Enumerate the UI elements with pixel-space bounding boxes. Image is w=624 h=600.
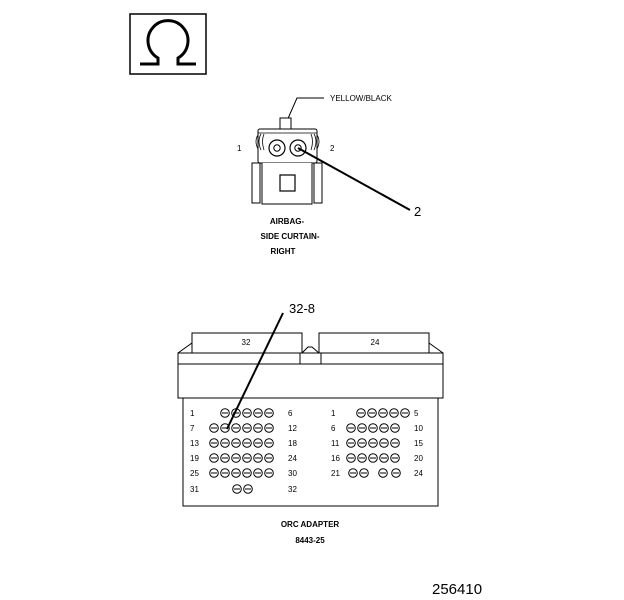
figure-number: 256410	[432, 581, 482, 598]
ohm-symbol-box	[129, 13, 207, 75]
wire-color-label: YELLOW/BLACK	[330, 94, 392, 103]
callout-2-label: 2	[414, 204, 421, 219]
right-row4-end: 20	[414, 454, 423, 463]
right-pin-grid	[346, 408, 410, 478]
left-pin-grid	[209, 408, 274, 494]
connector-window	[279, 174, 296, 192]
right-row5-end: 24	[414, 469, 423, 478]
left-row3-start: 13	[190, 439, 199, 448]
left-row4-end: 24	[288, 454, 297, 463]
cavity-2	[289, 139, 307, 157]
callout-leader-2	[297, 147, 411, 211]
airbag-name-line1: AIRBAG-	[270, 217, 305, 226]
right-block-label: 24	[371, 338, 380, 347]
left-row3-end: 18	[288, 439, 297, 448]
left-row1-start: 1	[190, 409, 195, 418]
airbag-name-line3: RIGHT	[271, 247, 296, 256]
airbag-name-line2: SIDE CURTAIN-	[261, 232, 320, 241]
airbag-connector: YELLOW/BLACK 1 2 2 AIRBAG- SIDE CURTAIN-…	[237, 94, 421, 256]
orc-name-line1: ORC ADAPTER	[281, 520, 340, 529]
right-row2-end: 10	[414, 424, 423, 433]
right-row4-start: 16	[331, 454, 340, 463]
left-row5-end: 30	[288, 469, 297, 478]
left-row6-end: 32	[288, 485, 297, 494]
cavity-1	[268, 139, 286, 157]
orc-body-upper	[177, 363, 444, 399]
right-row2-start: 6	[331, 424, 336, 433]
connector-housing-top	[257, 128, 318, 164]
connector-latch	[279, 117, 292, 130]
left-block-label: 32	[242, 338, 251, 347]
wire-color-leader	[285, 97, 324, 124]
right-row1-end: 5	[414, 409, 419, 418]
right-row3-end: 15	[414, 439, 423, 448]
left-row2-start: 7	[190, 424, 195, 433]
left-row4-start: 19	[190, 454, 199, 463]
orc-name-line2: 8443-25	[295, 536, 325, 545]
orc-connector: 32 24 1 6 7 12 13 18 19 24 25 30 31 32 1…	[177, 301, 444, 545]
callout-32-8-label: 32-8	[289, 301, 315, 316]
left-row5-start: 25	[190, 469, 199, 478]
right-row3-start: 11	[331, 439, 340, 448]
left-row6-start: 31	[190, 485, 199, 494]
callout-leader-32-8	[226, 312, 284, 430]
left-row1-end: 6	[288, 409, 293, 418]
pin-2-label: 2	[330, 144, 335, 153]
left-row2-end: 12	[288, 424, 297, 433]
pin-1-label: 1	[237, 144, 242, 153]
right-row1-start: 1	[331, 409, 336, 418]
right-row5-start: 21	[331, 469, 340, 478]
ohm-icon	[140, 19, 196, 66]
